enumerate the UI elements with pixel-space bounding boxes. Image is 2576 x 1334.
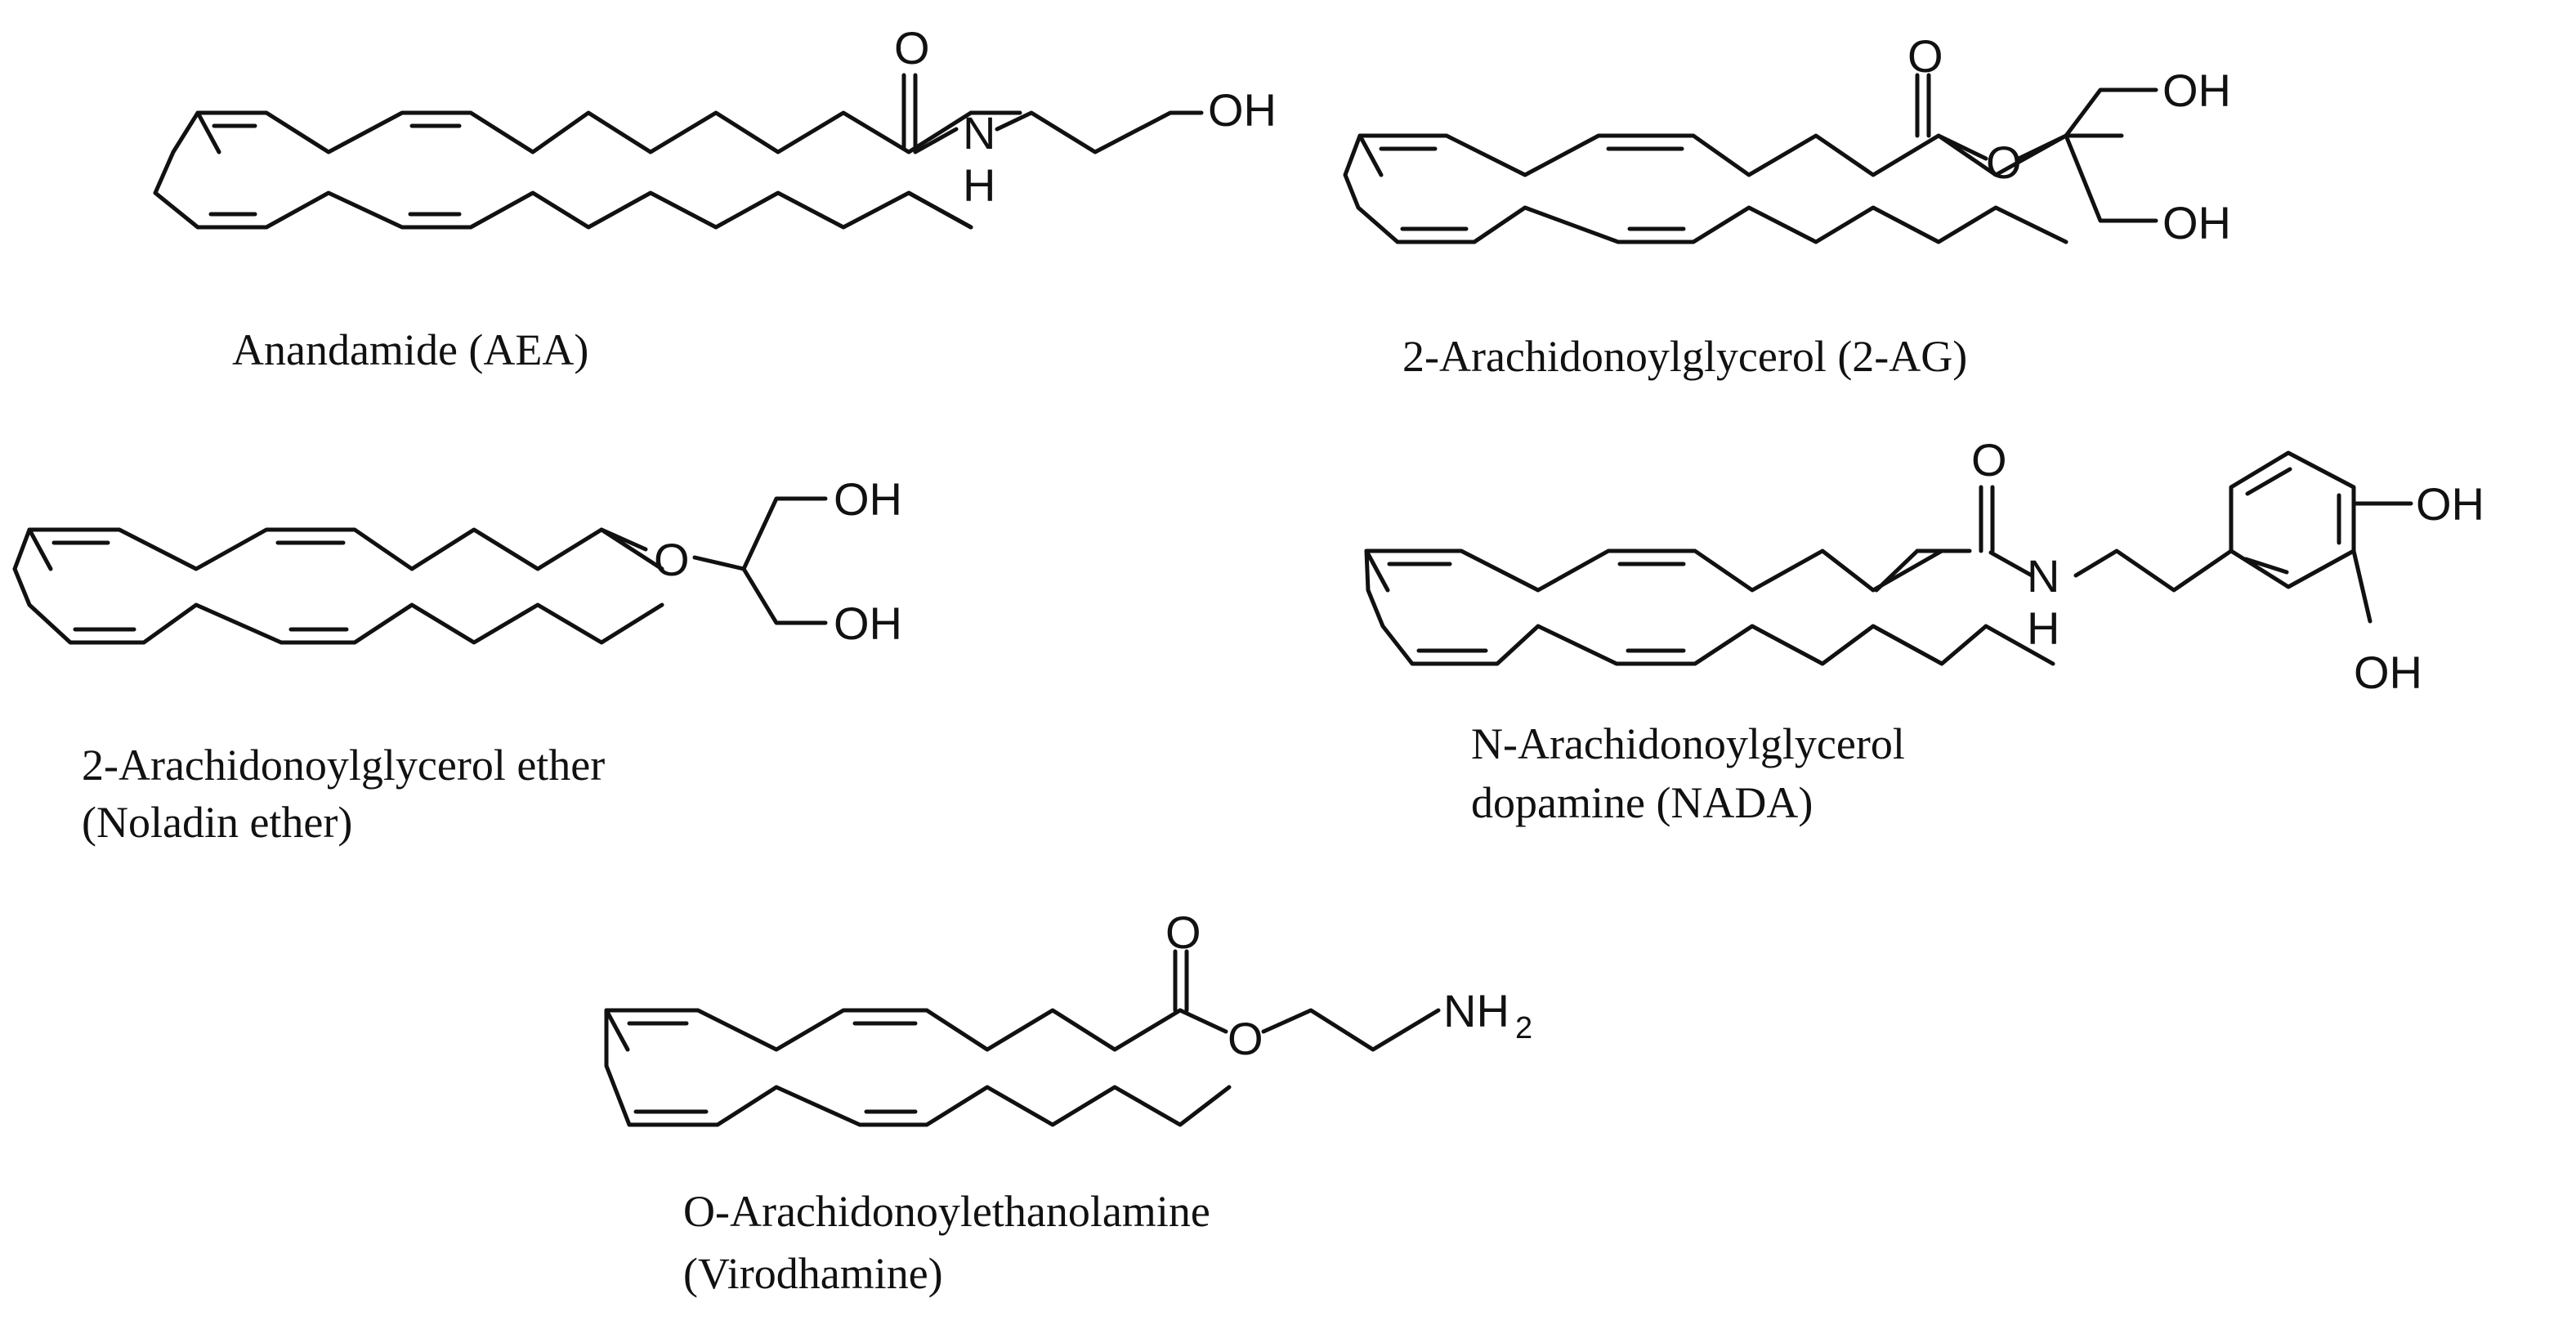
nada-ethyl-linker xyxy=(2073,548,2234,593)
noladin-ether-bond-2 xyxy=(692,555,746,571)
nada-chain-to-carbonyl xyxy=(1874,548,1920,593)
noladin-upper-glycerol xyxy=(741,496,828,571)
2ag-ester-oxygen: O xyxy=(1986,137,2022,188)
nada-ring-double-bond-1 xyxy=(2245,467,2292,496)
nada-upper-chain xyxy=(1364,548,1961,593)
2ag-lower-chain xyxy=(1343,133,2068,244)
aea-caption: Anandamide (AEA) xyxy=(232,325,588,374)
molecule-noladin-ether: O OH OH 2-Arachidonoylglycerol ether (No… xyxy=(12,473,902,847)
virodhamine-amine-nh: NH xyxy=(1443,985,1509,1036)
2ag-caption: 2-Arachidonoylglycerol (2-AG) xyxy=(1402,332,1967,381)
nada-amide-bond xyxy=(1988,550,2034,578)
nada-lower-chain xyxy=(1364,548,2055,666)
aea-skeleton xyxy=(153,73,1204,230)
nada-oh-bottom-bond xyxy=(2351,548,2373,624)
nada-amide-hydrogen: H xyxy=(2027,602,2059,654)
aea-amide-hydrogen: H xyxy=(963,159,995,211)
2ag-ester-bond-1 xyxy=(1936,133,1988,161)
aea-ethanol-chain xyxy=(995,110,1204,154)
virodhamine-amine-subscript: 2 xyxy=(1515,1011,1532,1045)
noladin-hydroxyl-top: OH xyxy=(834,473,902,525)
noladin-caption-line-1: 2-Arachidonoylglycerol ether xyxy=(82,741,605,790)
2ag-carbonyl-oxygen: O xyxy=(1907,30,1943,82)
noladin-hydroxyl-bottom: OH xyxy=(834,598,902,649)
aea-lower-chain xyxy=(153,110,973,230)
aea-terminal-methyl-bond xyxy=(906,190,973,230)
2ag-lower-glycerol xyxy=(2064,133,2158,223)
molecule-anandamide: O N H OH Anandamide (AEA) xyxy=(153,22,1277,374)
virodhamine-skeleton xyxy=(604,949,1441,1127)
aea-carbonyl-oxygen: O xyxy=(894,22,930,74)
noladin-ether-bond-1 xyxy=(599,527,648,552)
aea-amide-bond xyxy=(913,127,959,154)
2ag-hydroxyl-top: OH xyxy=(2162,65,2231,116)
virodhamine-ester-oxygen: O xyxy=(1228,1013,1263,1064)
2ag-hydroxyl-bottom: OH xyxy=(2162,197,2231,248)
aea-upper-chain xyxy=(195,110,1022,154)
aea-hydroxyl: OH xyxy=(1208,84,1277,136)
2ag-upper-chain xyxy=(1357,133,2124,177)
virodhamine-lower-chain xyxy=(604,1008,1232,1127)
virodhamine-carbonyl-oxygen: O xyxy=(1165,906,1201,958)
molecule-nada: O N H OH OH N-Arachidonoylglycerol dopam… xyxy=(1364,434,2484,827)
nada-nitrogen: N xyxy=(2027,550,2059,602)
nada-caption-line-2: dopamine (NADA) xyxy=(1471,778,1813,827)
nada-skeleton xyxy=(1364,450,2413,666)
nada-catechol-ring xyxy=(2229,450,2356,589)
2ag-ester-bond-2 xyxy=(2016,133,2068,161)
virodhamine-caption-line-2: (Virodhamine) xyxy=(683,1249,943,1298)
noladin-caption-line-2: (Noladin ether) xyxy=(82,798,352,847)
nada-hydroxyl-bottom: OH xyxy=(2354,647,2422,698)
aea-nitrogen: N xyxy=(963,107,995,159)
noladin-skeleton xyxy=(12,496,828,645)
virodhamine-ester-bond-1 xyxy=(1178,1008,1228,1034)
noladin-lower-glycerol xyxy=(741,566,828,625)
virodhamine-caption-line-1: O-Arachidonoylethanolamine xyxy=(683,1187,1210,1236)
2ag-skeleton xyxy=(1343,73,2158,244)
noladin-ether-oxygen: O xyxy=(654,534,690,585)
2ag-upper-glycerol xyxy=(2064,87,2158,138)
noladin-lower-chain xyxy=(12,527,664,645)
molecule-virodhamine: O O NH 2 O-Arachidonoylethanolamine (Vir… xyxy=(604,906,1532,1298)
virodhamine-upper-chain xyxy=(604,1008,1183,1052)
nada-ring-double-bond-3 xyxy=(2243,557,2289,575)
nada-caption-line-1: N-Arachidonoylglycerol xyxy=(1471,719,1905,768)
nada-carbonyl-oxygen: O xyxy=(1971,434,2007,486)
nada-hydroxyl-right: OH xyxy=(2416,478,2484,530)
noladin-upper-chain xyxy=(27,527,664,571)
virodhamine-ethylamine-chain xyxy=(1261,1008,1441,1052)
molecule-2-ag: O O OH OH 2-Arachidonoylglycerol (2-AG) xyxy=(1343,30,2231,381)
